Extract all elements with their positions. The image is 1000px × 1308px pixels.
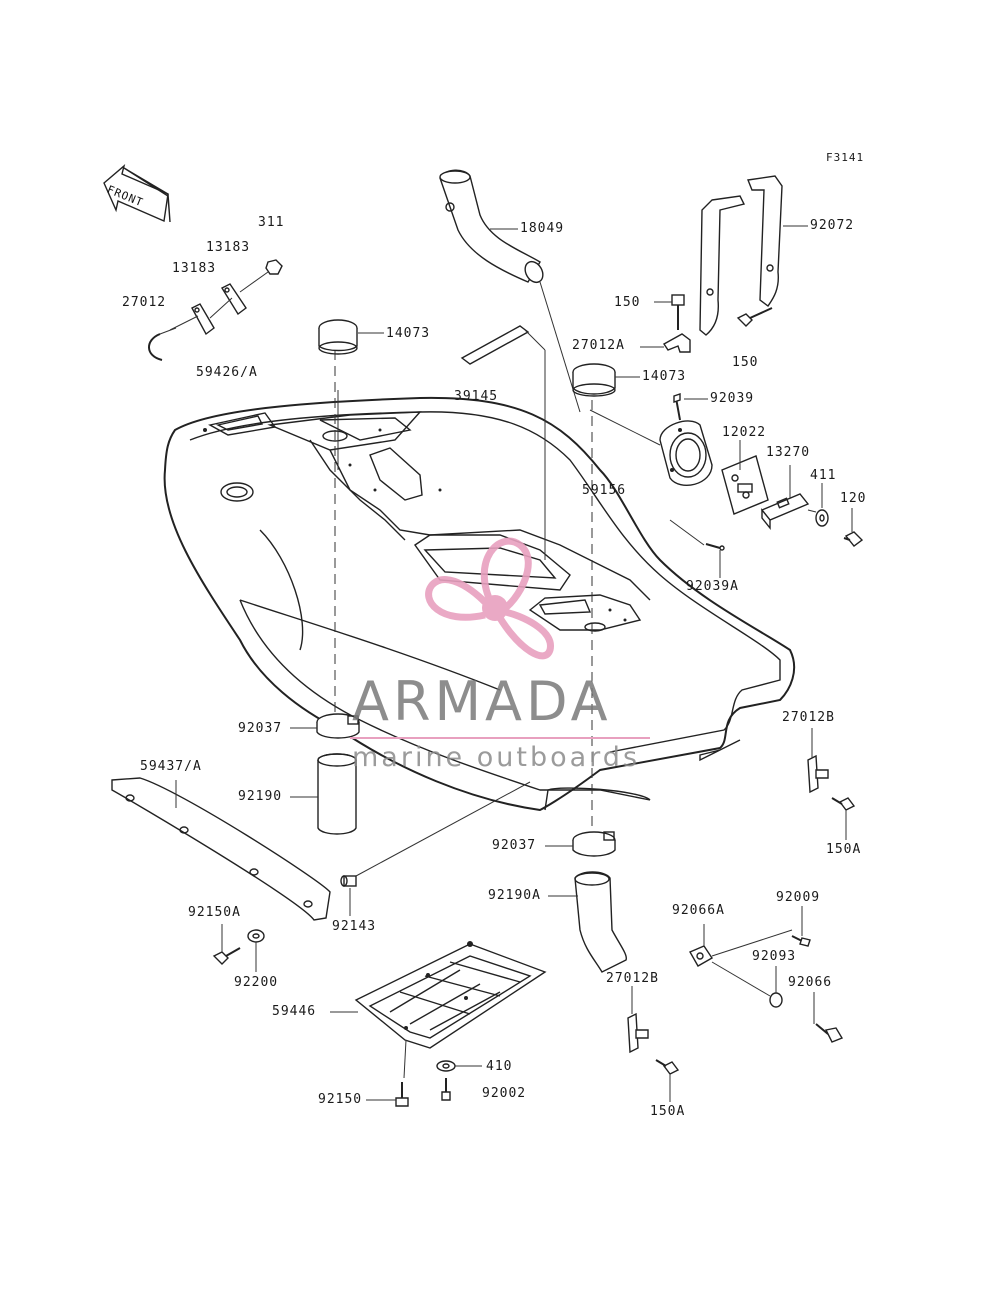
part-label-27012A[interactable]: 27012A (572, 338, 625, 353)
hose-92190A (574, 871, 627, 973)
part-label-150-left[interactable]: 150 (614, 295, 641, 310)
part-label-92009[interactable]: 92009 (776, 890, 821, 905)
strip-39145 (460, 325, 546, 560)
part-label-411[interactable]: 411 (810, 468, 837, 483)
part-label-27012B-lower[interactable]: 27012B (606, 971, 659, 986)
clamp-92037-upper (316, 713, 360, 739)
rail-59437 (111, 777, 331, 921)
part-label-92037-lower[interactable]: 92037 (492, 838, 537, 853)
watermark-tagline: marine outboards (352, 742, 641, 773)
cap-14073-left (318, 319, 358, 355)
bracket-27012B-upper (807, 754, 829, 794)
part-label-14073-right[interactable]: 14073 (642, 369, 687, 384)
part-label-92072[interactable]: 92072 (810, 218, 855, 233)
front-arrow-icon (103, 164, 171, 223)
part-label-92190[interactable]: 92190 (238, 789, 283, 804)
part-label-59446[interactable]: 59446 (272, 1004, 317, 1019)
washer-92200 (247, 929, 265, 943)
part-label-92066[interactable]: 92066 (788, 975, 833, 990)
bracket-27012A (662, 333, 691, 353)
part-label-92093[interactable]: 92093 (752, 949, 797, 964)
hose-clip-27012 (148, 327, 177, 361)
bolt-120 (843, 531, 864, 547)
watermark-brand: ARMADA (352, 670, 612, 733)
cap-14073-right (572, 363, 616, 397)
part-label-92037-upper[interactable]: 92037 (238, 721, 283, 736)
part-label-14073-left[interactable]: 14073 (386, 326, 431, 341)
washer-411 (815, 509, 829, 527)
nut-311 (265, 259, 283, 275)
part-label-150-right[interactable]: 150 (732, 355, 759, 370)
tube-92190 (317, 753, 357, 835)
part-label-59156[interactable]: 59156 (582, 483, 627, 498)
bracket-27012B-lower (627, 1012, 649, 1054)
part-label-120[interactable]: 120 (840, 491, 867, 506)
fitting-92143 (340, 875, 357, 887)
bolt-150-right (736, 307, 773, 327)
part-label-13183-upper[interactable]: 13183 (206, 240, 251, 255)
clamp-92037-lower (572, 831, 616, 857)
part-label-92143[interactable]: 92143 (332, 919, 377, 934)
bolt-92150A (212, 947, 241, 965)
part-label-92002[interactable]: 92002 (482, 1086, 527, 1101)
plate-12022 (721, 455, 769, 515)
part-label-59426[interactable]: 59426/A (196, 365, 258, 380)
part-label-92039[interactable]: 92039 (710, 391, 755, 406)
figure-id: F3141 (826, 151, 865, 164)
part-label-92200[interactable]: 92200 (234, 975, 279, 990)
bolt-150A-upper (831, 797, 856, 811)
cover-plate-round (659, 420, 713, 486)
plate-13183-a (191, 303, 215, 336)
bracket-92072 (699, 175, 783, 336)
part-label-150A-upper[interactable]: 150A (826, 842, 862, 857)
part-label-150A-lower[interactable]: 150A (650, 1104, 686, 1119)
part-label-27012[interactable]: 27012 (122, 295, 167, 310)
part-label-92190A[interactable]: 92190A (488, 888, 541, 903)
bolt-150-left (671, 294, 685, 330)
part-label-92066A[interactable]: 92066A (672, 903, 725, 918)
pin-92039 (673, 393, 681, 421)
drain-plug-92066A (689, 945, 713, 967)
block-13270 (760, 493, 810, 530)
hose-18049 (439, 169, 544, 284)
grate-59446 (354, 941, 547, 1049)
part-label-13183-lower[interactable]: 13183 (172, 261, 217, 276)
bolt-92002 (441, 1078, 451, 1101)
plate-13183-b (221, 283, 247, 316)
part-label-311[interactable]: 311 (258, 215, 285, 230)
part-label-18049[interactable]: 18049 (520, 221, 565, 236)
armada-propeller-logo (425, 537, 554, 660)
part-label-13270[interactable]: 13270 (766, 445, 811, 460)
part-label-92150A[interactable]: 92150A (188, 905, 241, 920)
part-label-92039A[interactable]: 92039A (686, 579, 739, 594)
bolt-150A-lower (655, 1059, 680, 1075)
pin-92039A (705, 543, 725, 551)
bolt-92009 (791, 935, 811, 947)
washer-410 (436, 1060, 456, 1072)
part-label-410[interactable]: 410 (486, 1059, 513, 1074)
part-label-92150[interactable]: 92150 (318, 1092, 363, 1107)
part-label-59437[interactable]: 59437/A (140, 759, 202, 774)
part-label-39145[interactable]: 39145 (454, 389, 499, 404)
bolt-92150 (395, 1082, 409, 1107)
washer-92093 (769, 992, 783, 1008)
part-label-27012B-upper[interactable]: 27012B (782, 710, 835, 725)
plug-92066 (815, 1023, 844, 1043)
part-label-12022[interactable]: 12022 (722, 425, 767, 440)
